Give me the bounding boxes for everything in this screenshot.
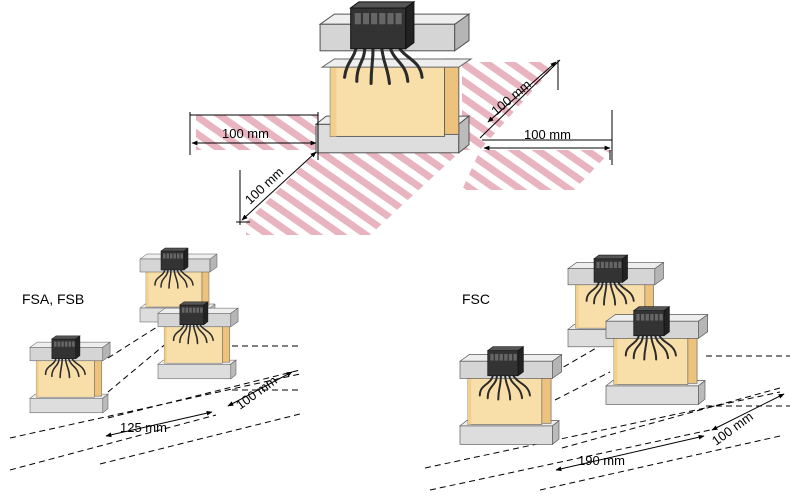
clearance-zone-front [246,150,462,235]
top-clearance-view: 100 mm 100 mm 100 mm 100 mm [189,0,613,235]
fsc-module-front [459,345,563,446]
dim-arrow-back-right [487,61,557,123]
fsc-module-right [605,305,709,406]
dim-arrow-front [241,151,317,221]
group-label-fsc: FSC [462,291,490,307]
large-module [314,0,473,154]
dim-arrow-fsa-width [105,410,213,438]
dim-arrow-fsc-width [555,434,705,472]
dim-label-fsc-width: 190 mm [578,453,625,468]
clearance-zone-right [462,150,612,190]
fsc-group: FSC 190 mm 100 mm [424,254,790,491]
dim-label-right: 100 mm [524,127,571,142]
group-label-fsa-fsb: FSA, FSB [22,291,84,307]
dim-arrow-fsc-depth [711,393,785,431]
dim-arrow-fsa-depth [227,371,293,407]
dim-label-fsa-width: 125 mm [120,420,167,435]
dim-label-fsa-depth: 100 mm [233,373,280,413]
fsa-module-front [29,335,111,414]
dim-label-left: 100 mm [222,126,269,141]
fsa-fsb-group: FSA, FSB 125 mm 100 mm [9,247,301,471]
fsa-module-right [157,301,239,380]
